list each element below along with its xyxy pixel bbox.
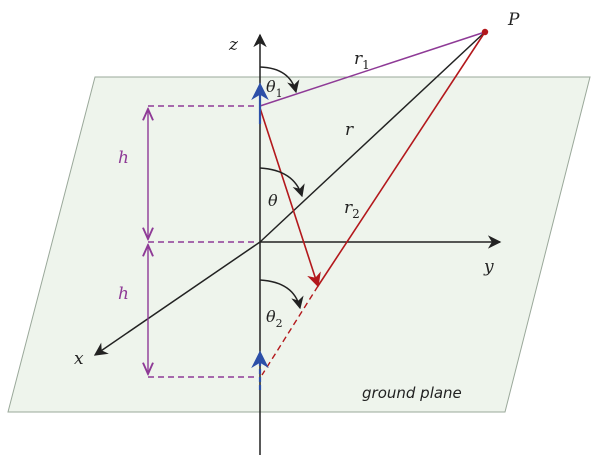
- h-top-label: h: [118, 148, 129, 168]
- theta1-label-sub: 1: [276, 87, 283, 100]
- r2-reflected-ray: [317, 31, 486, 287]
- theta-label: θ: [268, 191, 278, 210]
- ground-plane-label: ground plane: [362, 384, 462, 402]
- r2-label-sub: 2: [352, 207, 360, 221]
- point-p: [481, 28, 489, 36]
- r-line: [259, 31, 486, 243]
- theta2-label: θ2: [266, 307, 283, 330]
- y-axis-label: y: [483, 257, 494, 277]
- theta1-label-main: θ: [266, 77, 276, 96]
- x-axis-label: x: [74, 349, 84, 369]
- incident-ray: [259, 107, 321, 288]
- r1-label-sub: 1: [362, 58, 370, 72]
- theta1-label: θ1: [266, 77, 283, 100]
- ground-plane: [7, 76, 591, 413]
- r1-label: r1: [354, 49, 370, 72]
- image-ray-dashed: [261, 285, 319, 376]
- point-p-label: P: [507, 10, 520, 30]
- theta2-label-sub: 2: [276, 317, 283, 330]
- r2-label: r2: [344, 198, 360, 221]
- theta-arc: [259, 167, 305, 198]
- theta2-label-main: θ: [266, 307, 276, 326]
- r2-label-main: r: [344, 198, 353, 218]
- r1-label-main: r: [354, 49, 363, 69]
- theta2-arc: [259, 279, 304, 310]
- z-axis-label: z: [228, 35, 239, 55]
- r-label: r: [345, 120, 354, 140]
- theta1-arc: [259, 66, 300, 94]
- h-bottom-label: h: [118, 284, 129, 304]
- x-axis: [93, 241, 261, 356]
- r1-line: [259, 31, 486, 107]
